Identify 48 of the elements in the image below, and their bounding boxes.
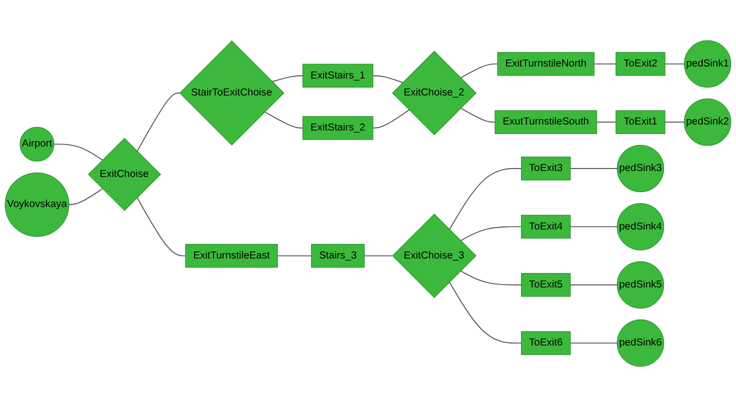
node-box: ExutTurnstileSouth (494, 110, 598, 134)
node-circle: pedSink2 (684, 98, 732, 146)
connector (68, 188, 103, 206)
connector (264, 111, 304, 128)
connector (664, 122, 685, 123)
connector (277, 255, 312, 256)
connector (460, 226, 522, 242)
node-circle: pedSink6 (616, 319, 664, 367)
connector (460, 108, 496, 123)
node-box: Stairs_3 (311, 244, 365, 268)
node-circle: pedSink1 (684, 40, 732, 88)
node-circle: Voykovskaya (4, 172, 70, 237)
connector (272, 75, 304, 82)
node-circle: pedSink4 (616, 203, 664, 250)
connector (460, 63, 498, 78)
node-diamond: ExitChoise_2 (392, 50, 477, 136)
connector (448, 282, 522, 344)
connector (594, 63, 616, 64)
connector (570, 342, 618, 344)
node-box: ToExit5 (521, 273, 571, 297)
node-box: ToExit2 (616, 52, 666, 76)
connector (448, 168, 522, 230)
node-circle: Airport (20, 126, 54, 162)
node-box: ExitStairs_1 (302, 64, 374, 88)
node-box: ExitTurnstileNorth (497, 52, 594, 76)
connector (664, 63, 685, 64)
node-box: ExitTurnstileEast (185, 244, 278, 268)
connector (136, 92, 180, 152)
node-diamond: StairToExitChoise (179, 40, 284, 146)
connector (570, 226, 618, 228)
node-box: ToExit6 (521, 331, 571, 355)
connector (54, 144, 103, 161)
connector (570, 284, 618, 286)
node-box: ExitStairs_2 (302, 116, 374, 140)
connector (372, 109, 410, 128)
node-box: ToExit1 (616, 110, 666, 134)
node-diamond: ExitChoise_3 (392, 214, 477, 298)
connector (372, 75, 404, 83)
node-circle: pedSink5 (616, 261, 664, 309)
connector (460, 270, 522, 286)
node-box: ToExit3 (521, 156, 571, 180)
node-box: ToExit4 (521, 214, 571, 239)
connector (570, 168, 618, 169)
node-diamond: ExitChoise (88, 138, 162, 211)
connector (596, 122, 616, 123)
node-circle: pedSink3 (616, 144, 664, 192)
connector (136, 197, 186, 256)
connector (364, 255, 393, 256)
